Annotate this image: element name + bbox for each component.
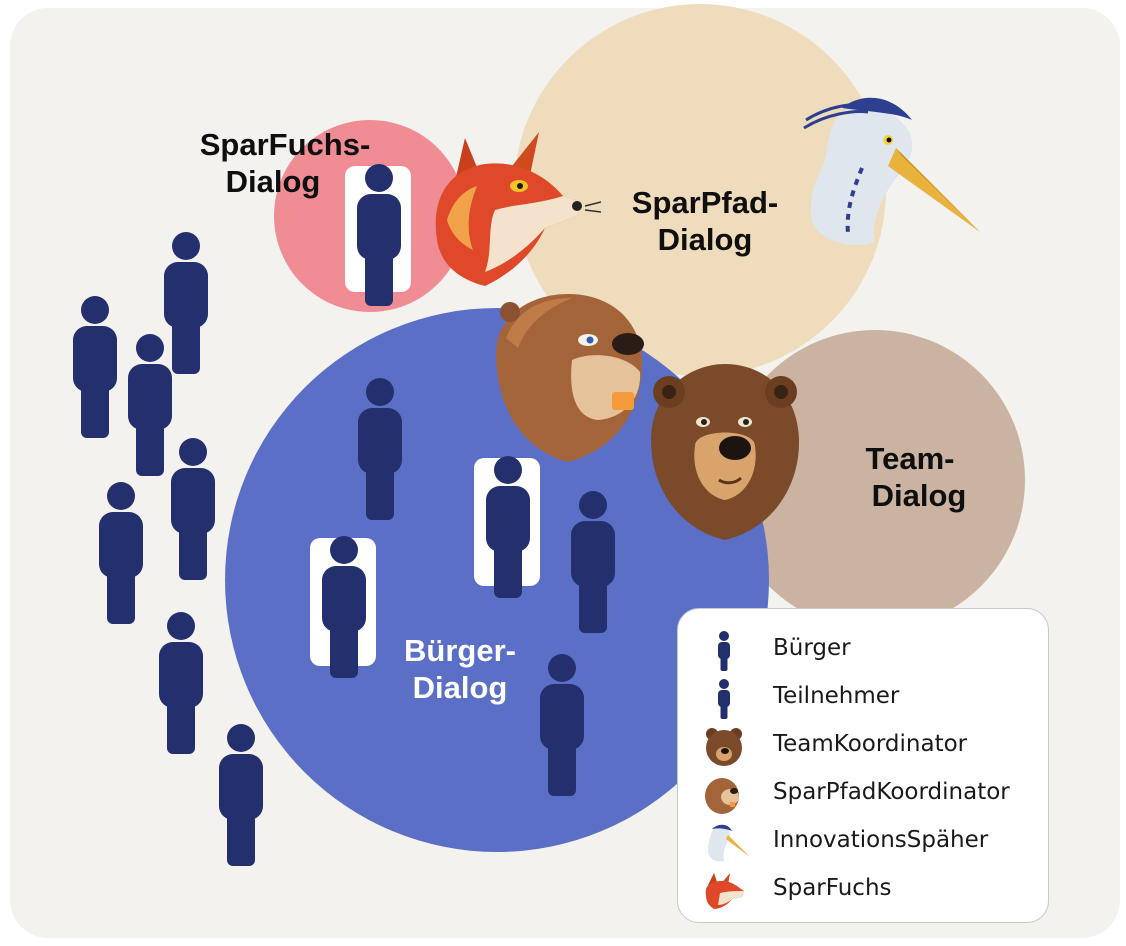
- bear-icon: [706, 728, 742, 766]
- buerger-dialog-label: Bürger- Dialog: [360, 632, 560, 706]
- buerger-dialog-label-line1: Bürger-: [404, 633, 516, 668]
- sparpfad-dialog-label-line1: SparPfad-: [631, 185, 779, 220]
- buerger-person: [99, 482, 143, 624]
- legend-label-sparpfadkoordinator: SparPfadKoordinator: [773, 779, 1010, 805]
- team-dialog-label-line1: Team-: [865, 441, 955, 476]
- legend-item-buerger: Bürger: [678, 627, 1050, 675]
- buerger-dialog-label-line2: Dialog: [412, 670, 508, 705]
- fox-icon: [705, 873, 744, 909]
- team-dialog-circle: [725, 330, 1025, 630]
- buerger-person: [171, 438, 215, 580]
- legend-item-innovationsspaeher: InnovationsSpäher: [678, 819, 1050, 867]
- legend-item-teamkoordinator: TeamKoordinator: [678, 723, 1050, 771]
- legend-label-innovationsspaeher: InnovationsSpäher: [773, 827, 989, 853]
- sparpfad-dialog-circle: [514, 4, 886, 376]
- legend-item-teilnehmer: Teilnehmer: [678, 675, 1050, 723]
- heron-icon: [708, 824, 750, 862]
- sparpfad-dialog-label-line2: Dialog: [657, 222, 753, 257]
- legend: Bürger Teilnehmer TeamKoordinator SparPf…: [677, 608, 1049, 923]
- team-dialog-label-line2: Dialog: [871, 478, 967, 513]
- legend-label-teilnehmer: Teilnehmer: [773, 683, 900, 709]
- person-icon: [718, 631, 730, 671]
- sparfuchs-dialog-label: SparFuchs- Dialog: [180, 126, 390, 200]
- sparfuchs-dialog-label-line2: Dialog: [225, 164, 321, 199]
- sparpfad-dialog-label: SparPfad- Dialog: [600, 184, 810, 258]
- sparfuchs-fox-icon: [435, 132, 602, 286]
- legend-item-sparfuchs: SparFuchs: [678, 867, 1050, 915]
- sparfuchs-dialog-label-line1: SparFuchs-: [199, 127, 371, 162]
- legend-label-sparfuchs: SparFuchs: [773, 875, 892, 901]
- legend-label-buerger: Bürger: [773, 635, 851, 661]
- buerger-person: [128, 334, 172, 476]
- legend-label-teamkoordinator: TeamKoordinator: [773, 731, 968, 757]
- legend-item-sparpfadkoordinator: SparPfadKoordinator: [678, 771, 1050, 819]
- buerger-person: [164, 232, 208, 374]
- buerger-person: [159, 612, 203, 754]
- team-dialog-label: Team- Dialog: [810, 440, 1010, 514]
- teamkoordinator-bear-icon: [651, 364, 799, 540]
- person-icon: [718, 679, 730, 719]
- innovationsspaeher-heron-icon: [803, 97, 980, 246]
- buerger-person: [73, 296, 117, 438]
- sparpfadkoordinator-beaver-icon: [495, 294, 644, 462]
- beaver-icon: [705, 778, 739, 814]
- buerger-person: [219, 724, 263, 866]
